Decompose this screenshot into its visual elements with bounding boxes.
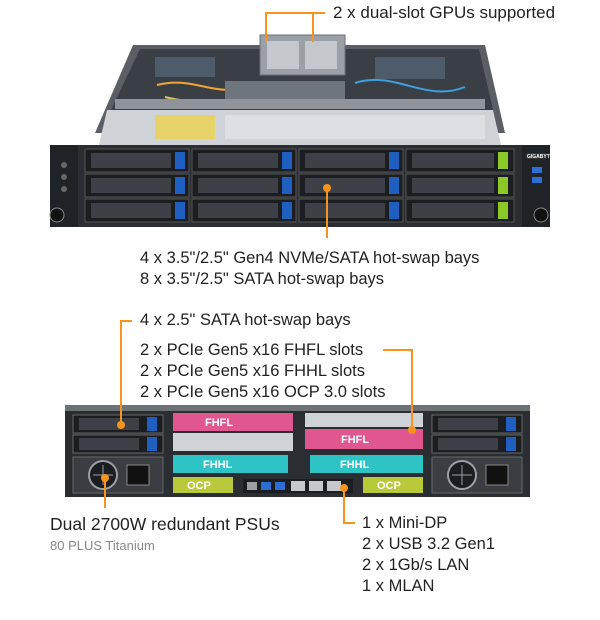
pcie-leader-line <box>411 349 413 429</box>
io-leader-line <box>343 488 345 524</box>
front-bays-leader-line <box>326 188 328 238</box>
psu-leader-line <box>104 478 106 508</box>
server-rear-view: FHFL FHFL FHHL FHHL OCP OCP <box>65 405 530 500</box>
psu-callout: Dual 2700W redundant PSUs <box>50 514 280 535</box>
pcie-slot-fhfl-right: FHFL <box>305 429 423 449</box>
rear-bays-leader-line-h <box>120 320 132 322</box>
front-bays-callout: 4 x 3.5"/2.5" Gen4 NVMe/SATA hot-swap ba… <box>140 248 479 290</box>
server-front-view: GIGABYTE <box>45 15 555 230</box>
ocp-slot-right: OCP <box>363 477 423 493</box>
io-marker <box>340 484 348 492</box>
gpu-callout-text: 2 x dual-slot GPUs supported <box>333 3 556 22</box>
gpu-leader-line <box>265 12 267 42</box>
io-leader-line-h <box>343 522 355 524</box>
front-bays-line-2: 8 x 3.5"/2.5" SATA hot-swap bays <box>140 270 385 288</box>
svg-text:OCP: OCP <box>377 480 401 492</box>
io-callout: 1 x Mini-DP 2 x USB 3.2 Gen1 2 x 1Gb/s L… <box>362 513 495 597</box>
front-drive-bays <box>84 148 515 223</box>
psu-title: Dual 2700W redundant PSUs <box>50 514 280 534</box>
rear-drive-bays-right <box>431 414 523 454</box>
gpu-leader-line-2 <box>312 12 314 42</box>
pcie-callout: 2 x PCIe Gen5 x16 FHFL slots 2 x PCIe Ge… <box>140 340 386 403</box>
pcie-leader-line-h <box>383 349 413 351</box>
io-line-2: 2 x USB 3.2 Gen1 <box>362 535 495 553</box>
psu-right <box>431 456 523 494</box>
pcie-slot-fhfl-left: FHFL <box>173 413 293 431</box>
gpu-callout: 2 x dual-slot GPUs supported <box>333 2 555 23</box>
rear-bays-marker <box>117 421 125 429</box>
rear-bays-callout: 4 x 2.5" SATA hot-swap bays <box>140 310 351 331</box>
svg-text:FHFL: FHFL <box>205 417 233 429</box>
brand-label: GIGABYTE <box>527 154 554 160</box>
rear-drive-bays-left <box>72 414 164 454</box>
pcie-line-2: 2 x PCIe Gen5 x16 FHHL slots <box>140 362 365 380</box>
psu-left <box>72 456 164 494</box>
pcie-slot-fhhl-left: FHHL <box>173 455 288 473</box>
pcie-marker <box>408 426 416 434</box>
pcie-line-3: 2 x PCIe Gen5 x16 OCP 3.0 slots <box>140 383 386 401</box>
svg-text:FHHL: FHHL <box>340 459 370 471</box>
svg-text:OCP: OCP <box>187 480 211 492</box>
front-bays-marker <box>323 184 331 192</box>
rear-bays-text: 4 x 2.5" SATA hot-swap bays <box>140 311 351 329</box>
io-line-3: 2 x 1Gb/s LAN <box>362 556 470 574</box>
io-line-1: 1 x Mini-DP <box>362 514 448 532</box>
pcie-line-1: 2 x PCIe Gen5 x16 FHFL slots <box>140 341 364 359</box>
pcie-slot-fhhl-right: FHHL <box>310 455 423 473</box>
front-bays-line-1: 4 x 3.5"/2.5" Gen4 NVMe/SATA hot-swap ba… <box>140 249 480 267</box>
psu-subtitle: 80 PLUS Titanium <box>50 538 155 553</box>
psu-marker <box>101 474 109 482</box>
rear-bays-leader-line <box>120 320 122 426</box>
rear-io-ports <box>243 479 353 493</box>
svg-text:FHHL: FHHL <box>203 459 233 471</box>
gpu-leader-line-h <box>265 12 325 14</box>
io-line-4: 1 x MLAN <box>362 577 435 595</box>
svg-text:FHFL: FHFL <box>341 434 369 446</box>
ocp-slot-left: OCP <box>173 477 233 493</box>
